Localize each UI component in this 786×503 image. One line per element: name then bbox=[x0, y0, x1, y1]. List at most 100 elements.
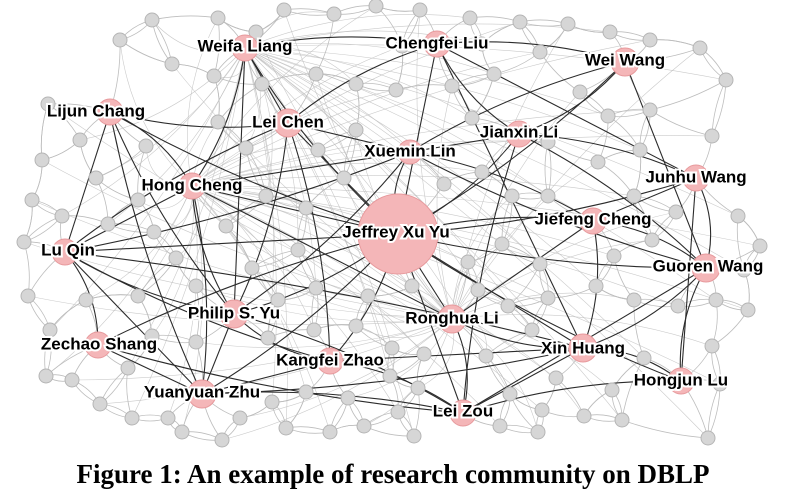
coauthor-edge-jianxin-li-lei-zou bbox=[462, 133, 520, 414]
minor-author-node bbox=[736, 262, 752, 278]
minor-author-node bbox=[54, 208, 70, 224]
weak-coauthor-edge bbox=[244, 47, 317, 289]
coauthor-edge-jianxin-li-junhu-wang bbox=[518, 133, 697, 179]
minor-author-node bbox=[112, 32, 128, 48]
minor-node-layer bbox=[16, 0, 768, 448]
author-node-xin-huang bbox=[568, 333, 598, 363]
coauthor-edge-hong-cheng-lu-qin bbox=[64, 185, 193, 253]
minor-author-node bbox=[206, 68, 222, 84]
key-node-layer bbox=[51, 30, 721, 427]
weak-coauthor-edge bbox=[544, 141, 549, 197]
weak-coauthor-edge bbox=[244, 47, 549, 197]
coauthor-edge-yuanyuan-zhu-kangfei-zhao bbox=[201, 360, 331, 395]
coauthor-edge-chengfei-liu-junhu-wang bbox=[436, 43, 697, 179]
minor-author-node bbox=[298, 384, 314, 400]
coauthor-edge-jeffrey-xu-yu-lijun-chang bbox=[109, 111, 399, 235]
minor-author-node bbox=[336, 170, 352, 186]
weak-coauthor-edge bbox=[99, 318, 453, 405]
weak-coauthor-edge bbox=[61, 47, 246, 217]
author-label-lei-zou: Lei Zou bbox=[433, 401, 493, 420]
author-node-weifa-liang bbox=[231, 34, 259, 62]
weak-coauthor-edge bbox=[363, 425, 415, 437]
minor-author-node bbox=[606, 248, 622, 264]
minor-author-node bbox=[348, 318, 364, 334]
minor-author-node bbox=[504, 188, 520, 204]
weak-coauthor-edge bbox=[451, 314, 713, 347]
author-label-chengfei-liu: Chengfei Liu bbox=[386, 33, 489, 52]
weak-coauthor-edge bbox=[137, 47, 246, 297]
minor-author-node bbox=[712, 376, 728, 392]
minor-author-node bbox=[258, 188, 274, 204]
minor-author-node bbox=[72, 132, 88, 148]
minor-author-node bbox=[416, 346, 432, 362]
author-label-jiefeng-cheng: Jiefeng Cheng bbox=[534, 209, 651, 228]
coauthor-edge-chengfei-liu-weifa-liang bbox=[244, 36, 438, 49]
minor-author-node bbox=[238, 140, 254, 156]
minor-author-node bbox=[78, 292, 94, 308]
weak-coauthor-edge bbox=[71, 318, 453, 381]
minor-author-node bbox=[534, 402, 550, 418]
weak-coauthor-edge bbox=[244, 47, 415, 437]
minor-author-node bbox=[218, 218, 234, 234]
minor-author-node bbox=[626, 188, 642, 204]
weak-coauthor-edge bbox=[283, 8, 335, 15]
weak-coauthor-edge bbox=[244, 47, 393, 349]
weak-coauthor-edge bbox=[239, 318, 453, 419]
minor-author-node bbox=[486, 66, 502, 82]
weak-coauthor-edge bbox=[707, 383, 721, 439]
minor-author-node bbox=[248, 24, 264, 40]
weak-coauthor-edge bbox=[191, 135, 713, 187]
author-node-philip-s-yu bbox=[219, 299, 249, 329]
weak-coauthor-edge bbox=[649, 39, 701, 49]
weak-coauthor-edge bbox=[191, 51, 541, 187]
minor-author-node bbox=[540, 188, 556, 204]
author-label-xuemin-lin: Xuemin Lin bbox=[364, 141, 456, 160]
minor-author-node bbox=[670, 298, 686, 314]
author-label-guoren-wang: Guoren Wang bbox=[653, 256, 764, 275]
author-node-kangfei-zhao bbox=[316, 347, 344, 375]
weak-coauthor-edge bbox=[451, 318, 539, 433]
minor-author-node bbox=[532, 44, 548, 60]
weak-coauthor-edge bbox=[244, 14, 471, 49]
minor-author-node bbox=[20, 288, 36, 304]
author-label-xin-huang: Xin Huang bbox=[541, 338, 625, 357]
minor-author-node bbox=[276, 2, 292, 18]
coauthor-edge-kangfei-zhao-lei-zou bbox=[329, 360, 464, 414]
minor-author-node bbox=[540, 134, 556, 150]
coauthor-edge-lijun-chang-philip-s-yu bbox=[109, 111, 235, 315]
weak-coauthor-edge bbox=[191, 185, 315, 331]
minor-author-node bbox=[88, 170, 104, 186]
coauthor-edge-jeffrey-xu-yu-lu-qin bbox=[64, 233, 399, 253]
coauthor-edge-jiefeng-cheng-xuemin-lin bbox=[409, 151, 594, 222]
coauthor-edge-lijun-chang-yuanyuan-zhu bbox=[109, 111, 203, 395]
weak-coauthor-edge bbox=[225, 225, 453, 320]
minor-author-node bbox=[264, 394, 280, 410]
coauthor-edge-philip-s-yu-lei-zou bbox=[233, 313, 464, 414]
coauthor-edge-xuemin-lin-hong-cheng bbox=[191, 151, 411, 187]
minor-author-node bbox=[590, 154, 606, 170]
author-node-jeffrey-xu-yu bbox=[357, 193, 439, 275]
weak-coauthor-edge bbox=[107, 47, 246, 225]
coauthor-edge-lei-chen-lu-qin bbox=[64, 122, 289, 253]
author-label-yuanyuan-zhu: Yuanyuan Zhu bbox=[144, 382, 260, 401]
weak-coauthor-edge bbox=[23, 241, 453, 320]
minor-author-node bbox=[214, 432, 230, 448]
author-node-chengfei-liu bbox=[423, 30, 451, 58]
author-node-xuemin-lin bbox=[397, 139, 423, 165]
minor-author-node bbox=[464, 110, 480, 126]
weak-coauthor-edge bbox=[191, 89, 397, 187]
minor-author-node bbox=[700, 430, 716, 446]
coauthor-edge-lei-chen-philip-s-yu bbox=[233, 122, 289, 315]
weak-coauthor-edge bbox=[493, 51, 541, 75]
minor-author-node bbox=[188, 334, 204, 350]
coauthor-edge-zechao-shang-lei-zou bbox=[97, 344, 464, 414]
minor-author-node bbox=[306, 322, 322, 338]
minor-author-node bbox=[146, 224, 162, 240]
minor-author-node bbox=[40, 96, 56, 112]
coauthor-edge-hongjun-lu-guoren-wang bbox=[679, 267, 707, 382]
author-node-jianxin-li bbox=[505, 120, 533, 148]
author-label-wei-wang: Wei Wang bbox=[585, 50, 665, 69]
minor-author-node bbox=[174, 424, 190, 440]
minor-author-node bbox=[708, 292, 724, 308]
minor-author-node bbox=[42, 322, 58, 338]
